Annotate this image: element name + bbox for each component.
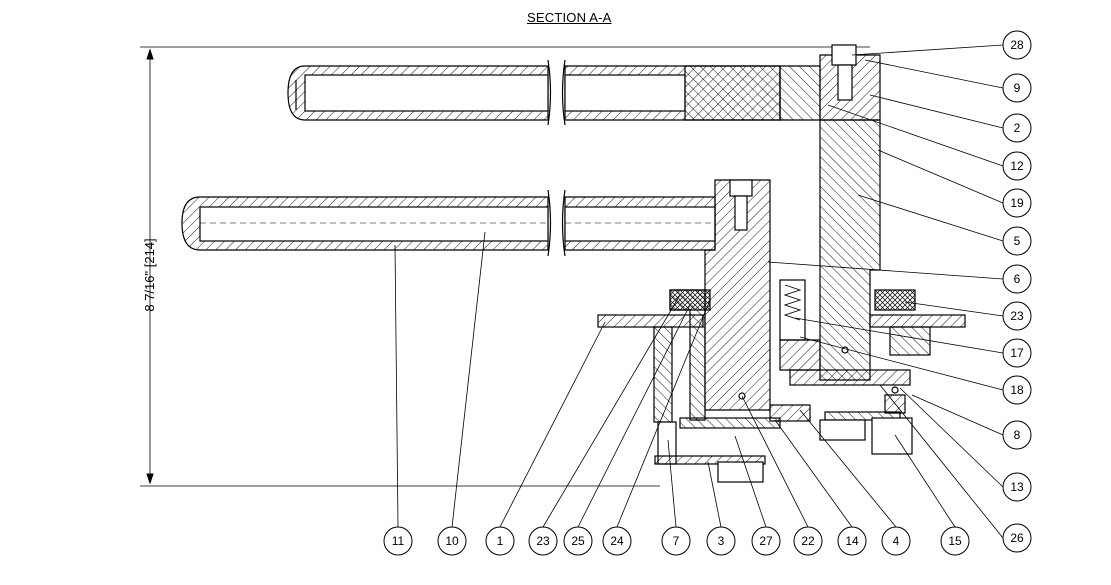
balloon-label: 11 <box>392 534 405 548</box>
balloon-28: 28 <box>1002 30 1032 60</box>
height-dimension <box>140 46 870 487</box>
balloon-11: 11 <box>383 526 413 556</box>
balloon-label: 24 <box>610 534 624 548</box>
balloon-14: 14 <box>837 526 867 556</box>
balloon-label: 17 <box>1010 346 1024 360</box>
balloon-9: 9 <box>1002 73 1032 103</box>
balloon-24: 24 <box>602 526 632 556</box>
balloon-label: 3 <box>718 534 725 548</box>
balloon-label: 13 <box>1010 480 1024 494</box>
balloon-4: 4 <box>881 526 911 556</box>
balloon-3: 3 <box>706 526 736 556</box>
base-plate <box>597 314 966 423</box>
balloon-23: 23 <box>1002 301 1032 331</box>
leader-lines-bottom <box>394 231 956 528</box>
balloon-12: 12 <box>1002 151 1032 181</box>
balloon-label: 25 <box>571 534 585 548</box>
balloon-label: 14 <box>845 534 859 548</box>
balloon-2: 2 <box>1002 113 1032 143</box>
lower-handle <box>181 189 716 257</box>
balloon-7: 7 <box>661 526 691 556</box>
balloon-26: 26 <box>1002 523 1032 553</box>
right-balloons: 28 9 2 12 19 5 6 23 17 18 8 13 26 <box>1002 30 1032 553</box>
balloon-13: 13 <box>1002 472 1032 502</box>
vertical-arm <box>779 44 881 381</box>
balloon-1: 1 <box>485 526 515 556</box>
balloon-label: 15 <box>948 534 962 548</box>
balloon-27: 27 <box>751 526 781 556</box>
balloon-label: 23 <box>1010 309 1024 323</box>
section-title: SECTION A-A <box>527 10 612 25</box>
height-dimension-label: 8 7/16" [214] <box>142 238 157 311</box>
balloon-label: 27 <box>759 534 773 548</box>
balloon-label: 4 <box>893 534 900 548</box>
balloon-25: 25 <box>563 526 593 556</box>
balloon-label: 23 <box>536 534 550 548</box>
balloon-10: 10 <box>437 526 467 556</box>
balloon-8: 8 <box>1002 420 1032 450</box>
bottom-balloons: 11 10 1 23 25 24 7 3 27 22 14 4 15 <box>383 526 970 556</box>
lower-stack <box>654 369 913 483</box>
balloon-17: 17 <box>1002 338 1032 368</box>
balloon-label: 10 <box>445 534 459 548</box>
balloon-label: 22 <box>801 534 815 548</box>
balloon-5: 5 <box>1002 226 1032 256</box>
balloon-label: 5 <box>1014 234 1021 248</box>
balloon-label: 6 <box>1014 272 1021 286</box>
balloon-label: 2 <box>1014 121 1021 135</box>
balloon-label: 26 <box>1010 531 1024 545</box>
balloon-19: 19 <box>1002 188 1032 218</box>
balloon-22: 22 <box>793 526 823 556</box>
balloon-23b: 23 <box>528 526 558 556</box>
upper-handle <box>287 59 781 126</box>
balloon-label: 28 <box>1010 38 1024 52</box>
balloon-label: 7 <box>673 534 680 548</box>
balloon-label: 9 <box>1014 81 1021 95</box>
balloon-6: 6 <box>1002 264 1032 294</box>
balloon-label: 19 <box>1010 196 1024 210</box>
balloon-label: 1 <box>497 534 504 548</box>
central-shaft <box>704 179 771 411</box>
balloon-15: 15 <box>940 526 970 556</box>
leader-lines-right <box>767 44 1004 539</box>
balloon-label: 18 <box>1010 383 1024 397</box>
balloon-label: 8 <box>1014 428 1021 442</box>
balloon-18: 18 <box>1002 375 1032 405</box>
balloon-label: 12 <box>1010 159 1024 173</box>
